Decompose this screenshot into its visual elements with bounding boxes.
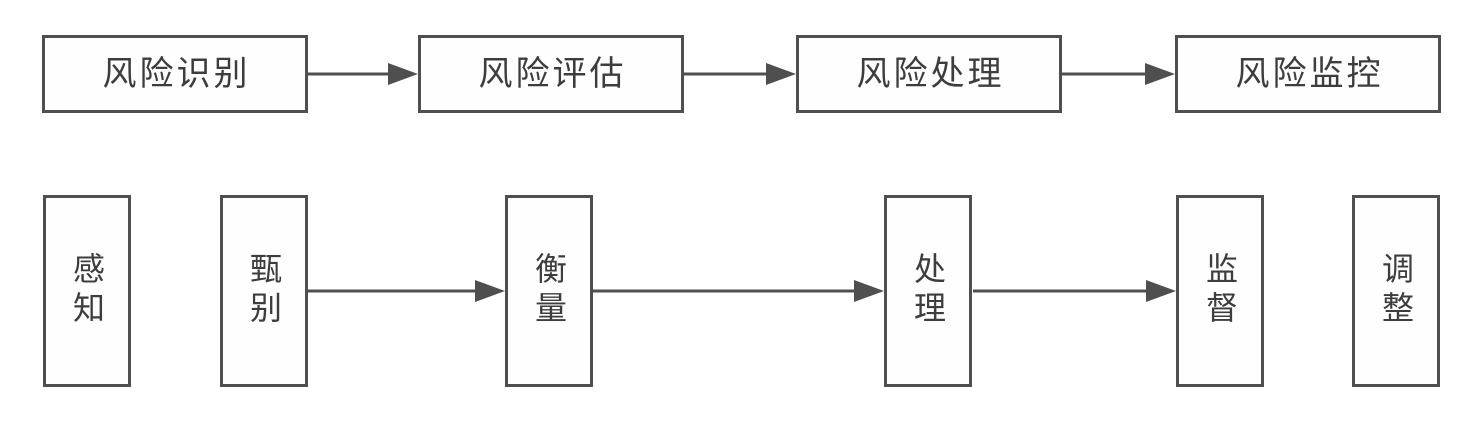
flow-box-measure: 衡量 — [505, 195, 593, 387]
flow-box-risk-monitoring: 风险监控 — [1175, 35, 1441, 113]
arrow-right-icon — [308, 280, 505, 302]
flow-box-screen: 甄别 — [220, 195, 308, 387]
flow-box-label: 感知 — [68, 252, 106, 330]
flow-box-label: 监督 — [1201, 252, 1239, 330]
flow-box-risk-treatment: 风险处理 — [796, 35, 1062, 113]
arrow-right-icon — [593, 280, 884, 302]
flow-box-perceive: 感知 — [43, 195, 131, 387]
flow-box-label: 衡量 — [530, 252, 568, 330]
flow-box-label: 风险识别 — [102, 54, 251, 94]
flow-box-risk-identification: 风险识别 — [42, 35, 308, 113]
flow-box-label: 风险监控 — [1235, 54, 1384, 94]
arrow-right-icon — [308, 63, 418, 85]
arrow-right-icon — [1062, 63, 1175, 85]
flow-box-label: 甄别 — [245, 252, 283, 330]
flow-box-handle: 处理 — [884, 195, 972, 387]
flow-box-risk-assessment: 风险评估 — [418, 35, 684, 113]
arrow-right-icon — [973, 280, 1176, 302]
flow-box-label: 调整 — [1377, 252, 1415, 330]
flow-box-label: 处理 — [909, 252, 947, 330]
arrow-right-icon — [683, 63, 796, 85]
flow-box-label: 风险处理 — [856, 54, 1005, 94]
flow-box-adjust: 调整 — [1352, 195, 1440, 387]
flow-box-label: 风险评估 — [478, 54, 627, 94]
flow-box-supervise: 监督 — [1176, 195, 1264, 387]
